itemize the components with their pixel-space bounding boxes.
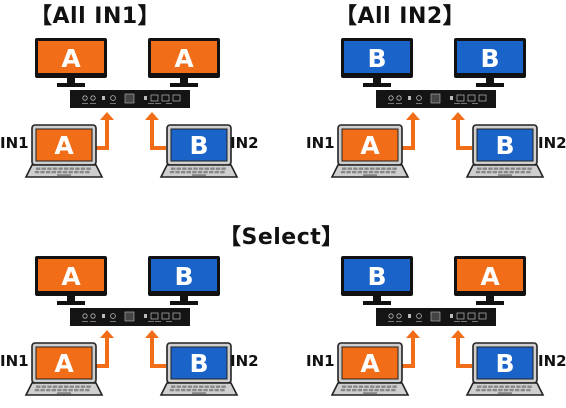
laptop-source-letter: A — [54, 131, 74, 160]
switch-icon — [70, 90, 190, 108]
monitor-icon: B — [341, 38, 413, 87]
in1-label: IN1 — [306, 134, 335, 152]
heading-select: 【Select】 — [219, 225, 344, 250]
monitor-source-letter: A — [174, 44, 194, 73]
monitor-source-letter: B — [174, 262, 193, 291]
laptop-icon: B — [159, 124, 239, 178]
monitor-source-letter: B — [367, 44, 386, 73]
laptop-source-letter: A — [360, 349, 380, 378]
monitor-icon: B — [454, 38, 526, 87]
in1-label: IN1 — [0, 352, 29, 370]
laptop-icon: A — [24, 124, 104, 178]
laptop-icon: B — [159, 342, 239, 396]
monitor-icon: A — [148, 38, 220, 87]
arrow-icon — [145, 112, 166, 150]
in2-label: IN2 — [538, 352, 566, 370]
arrow-icon — [94, 330, 114, 368]
in1-label: IN1 — [306, 352, 335, 370]
laptop-source-letter: A — [54, 349, 74, 378]
monitor-source-letter: A — [480, 262, 500, 291]
monitor-source-letter: A — [61, 262, 81, 291]
laptop-icon: A — [330, 124, 410, 178]
arrow-icon — [145, 330, 166, 368]
arrow-icon — [94, 112, 114, 150]
monitor-icon: B — [148, 256, 220, 305]
in2-label: IN2 — [538, 134, 566, 152]
laptop-source-letter: B — [495, 349, 514, 378]
arrow-icon — [451, 330, 472, 368]
laptop-source-letter: B — [189, 349, 208, 378]
monitor-source-letter: B — [367, 262, 386, 291]
monitor-source-letter: B — [480, 44, 499, 73]
laptop-icon: B — [465, 124, 545, 178]
heading-all-in2: 【All IN2】 — [335, 4, 466, 29]
arrow-icon — [451, 112, 472, 150]
laptop-source-letter: B — [495, 131, 514, 160]
in1-label: IN1 — [0, 134, 29, 152]
arrow-icon — [400, 330, 420, 368]
laptop-icon: A — [24, 342, 104, 396]
arrow-icon — [400, 112, 420, 150]
laptop-source-letter: A — [360, 131, 380, 160]
monitor-icon: A — [454, 256, 526, 305]
switch-icon — [70, 308, 190, 326]
laptop-icon: A — [330, 342, 410, 396]
heading-all-in1: 【All IN1】 — [30, 4, 161, 29]
in2-label: IN2 — [230, 134, 259, 152]
in2-label: IN2 — [230, 352, 259, 370]
monitor-icon: B — [341, 256, 413, 305]
monitor-icon: A — [35, 38, 107, 87]
switch-icon — [376, 90, 496, 108]
monitor-source-letter: A — [61, 44, 81, 73]
laptop-source-letter: B — [189, 131, 208, 160]
laptop-icon: B — [465, 342, 545, 396]
monitor-icon: A — [35, 256, 107, 305]
switch-icon — [376, 308, 496, 326]
